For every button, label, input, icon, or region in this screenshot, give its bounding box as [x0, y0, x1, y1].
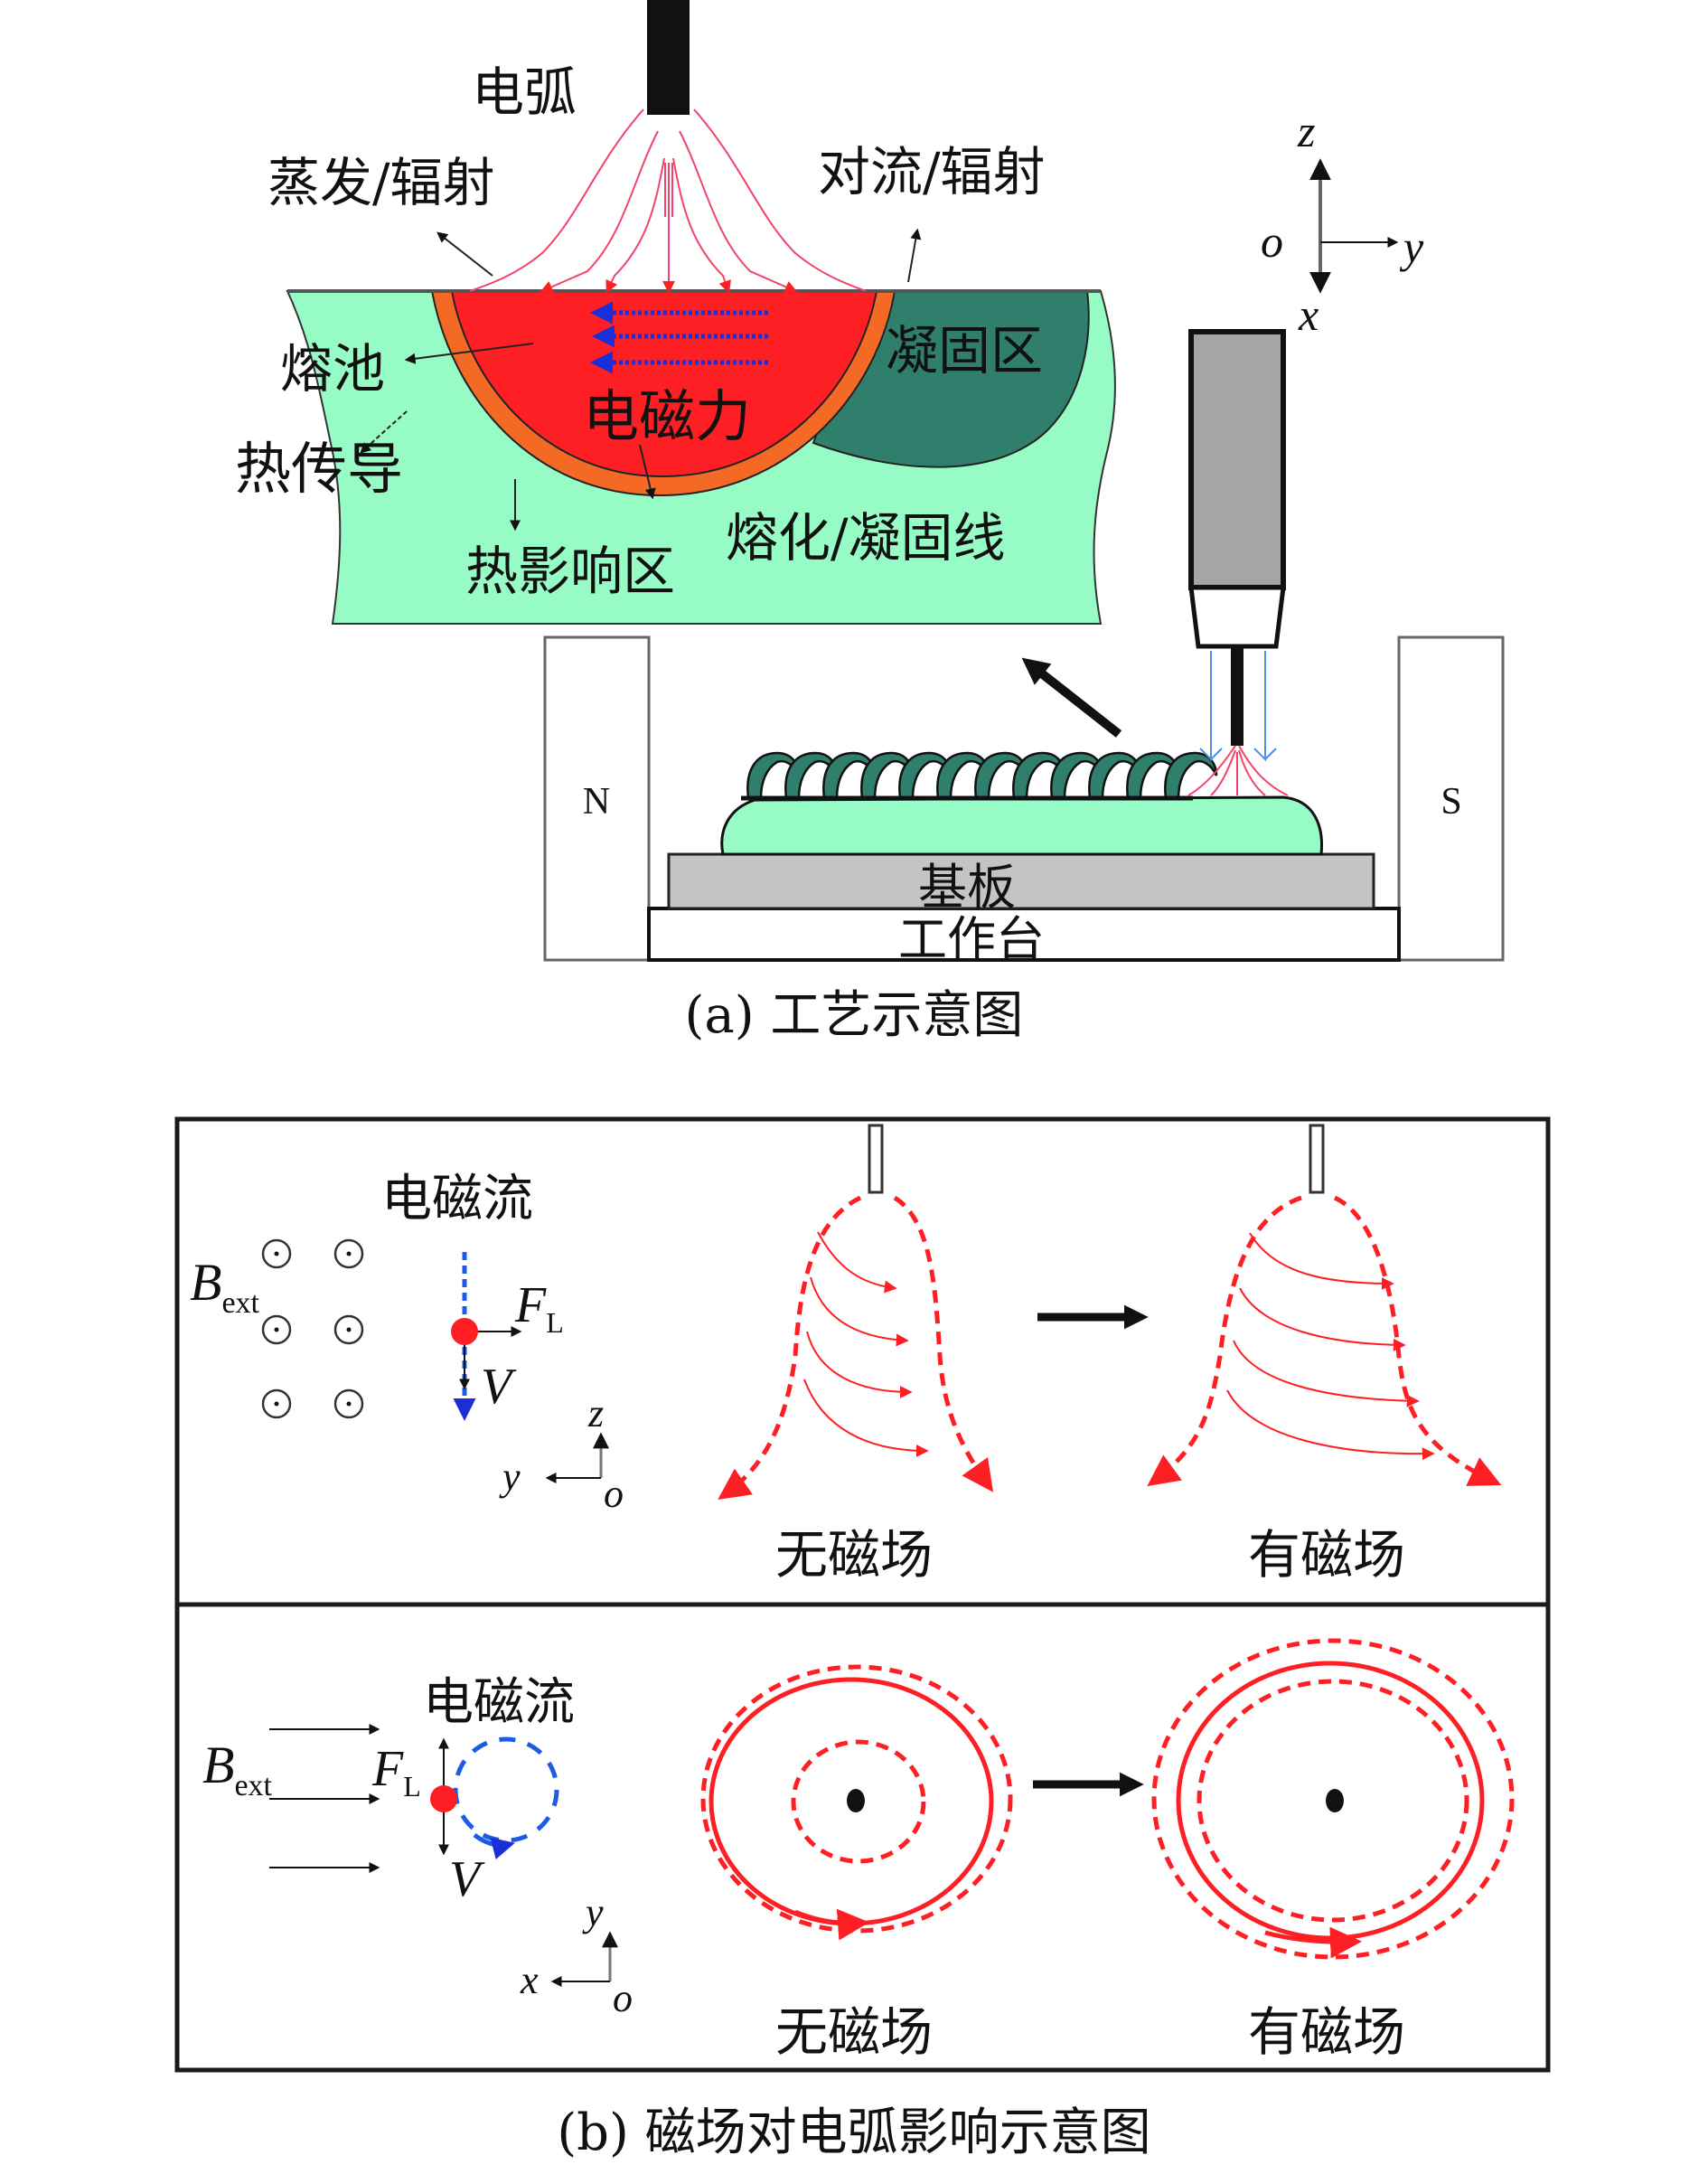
b-field-dot-circle: [333, 1314, 364, 1345]
force-label: FL: [371, 1741, 421, 1802]
substrate: [667, 852, 1375, 910]
arc-plume-with-field: [1147, 1124, 1502, 1487]
axis-label-o: o: [604, 1472, 624, 1516]
melt-pool: [450, 290, 878, 478]
charged-particle: [451, 1318, 478, 1345]
zoom-direction-arrow: [1021, 657, 1122, 738]
arc-rings-no-field: [700, 1664, 1013, 1941]
label-with-field: 有磁场: [1248, 2001, 1405, 2063]
b-field-out-of-page-symbols: [261, 1238, 364, 1419]
arc-center-dot: [1326, 1789, 1344, 1812]
b-field-dot-circle: [261, 1238, 292, 1269]
electrode-icon: [868, 1124, 884, 1194]
b-field-dot-circle: [333, 1238, 364, 1269]
figure-b: Bext 电磁流 FL V z y o: [174, 1116, 1551, 2162]
shield-gas-lines: [1199, 651, 1277, 762]
label-em-force: 电磁力: [583, 383, 751, 449]
label-heat-conduction: 热传导: [235, 436, 403, 502]
em-flow-label: 电磁流: [381, 1170, 533, 1228]
arc-rings-with-field: [1151, 1638, 1515, 1960]
mini-arc-lines: [1187, 745, 1289, 796]
worktable-label: 工作台: [898, 911, 1045, 968]
panel-b-top: Bext 电磁流 FL V z y o: [190, 1124, 1502, 1586]
axis-label-x: x: [1298, 289, 1319, 340]
figure-a: 电弧 蒸发/辐射 对流/辐射 熔池 凝固区 电磁力 热传导 热影响区 熔化/凝固…: [235, 0, 1505, 1045]
b-field-arrows: [269, 1724, 380, 1873]
panel-b-bottom: Bext 电磁流 FL V y x o: [202, 1638, 1515, 2063]
arc-plume-no-field: [718, 1124, 994, 1501]
label-convection-radiation: 对流/辐射: [818, 141, 1046, 202]
arc-center-dot: [847, 1789, 865, 1812]
fusion-line-arrow: [639, 444, 656, 500]
label-arc: 电弧: [472, 61, 577, 123]
weld-bead: [1164, 751, 1218, 800]
label-no-field: 无磁场: [775, 2001, 933, 2063]
label-no-field: 无磁场: [775, 1524, 933, 1586]
axis-label-y: y: [582, 1890, 604, 1934]
b-field-dot-circle: [261, 1314, 292, 1345]
velocity-label: V: [481, 1359, 517, 1415]
axis-label-o: o: [613, 1976, 633, 2020]
caption-a: (a) 工艺示意图: [685, 986, 1024, 1045]
bext-label: Bext: [190, 1253, 260, 1320]
worktable: [647, 907, 1401, 962]
evaporation-arrow: [436, 231, 493, 277]
magnet-south: [1397, 635, 1505, 962]
weld-beads: [746, 751, 1218, 800]
axis-label-o: o: [1261, 216, 1283, 267]
label-with-field: 有磁场: [1248, 1524, 1405, 1586]
em-flow-label: 电磁流: [423, 1673, 575, 1732]
deposited-layer: [720, 795, 1323, 856]
axis-label-z: z: [1297, 106, 1315, 156]
axes-xyz: z o y x: [1261, 106, 1424, 340]
panel-b-frame: [174, 1116, 1551, 2073]
caption-b: (b) 磁场对电弧影响示意图: [557, 2103, 1150, 2162]
magnet-north-label: N: [583, 781, 610, 823]
substrate-label: 基板: [918, 859, 1016, 916]
arc-plasma-lines: [469, 108, 867, 294]
torch-nozzle: [1188, 585, 1286, 649]
em-force-arrows: [590, 301, 768, 374]
label-evaporation-radiation: 蒸发/辐射: [267, 152, 495, 213]
label-melting-solidification-line: 熔化/凝固线: [726, 507, 1006, 569]
axis-label-y: y: [499, 1454, 521, 1499]
magnet-north: [543, 635, 651, 962]
em-flow-circle: [453, 1736, 559, 1843]
label-haz: 热影响区: [465, 541, 675, 602]
bext-label: Bext: [202, 1736, 273, 1802]
convection-arrow: [907, 228, 922, 283]
b-field-dot-circle: [261, 1388, 292, 1419]
electrode-icon: [1309, 1124, 1325, 1194]
melt-pool-arrow: [404, 343, 534, 364]
magnet-south-label: S: [1441, 781, 1461, 823]
velocity-label: V: [449, 1851, 485, 1907]
em-flow-direction: [473, 1832, 515, 1859]
torch-body: [1188, 329, 1286, 590]
axis-label-x: x: [520, 1958, 539, 2002]
leader-arrows: [360, 228, 922, 532]
torch-wire: [1231, 646, 1243, 746]
label-melt-pool: 熔池: [280, 338, 385, 400]
b-field-dot-circle: [333, 1388, 364, 1419]
force-label: FL: [514, 1277, 564, 1339]
label-solidified-zone: 凝固区: [886, 320, 1043, 381]
axis-label-y: y: [1399, 221, 1424, 272]
axis-label-z: z: [587, 1391, 604, 1435]
heat-conduction-arrow: [360, 410, 408, 454]
charged-particle: [430, 1785, 457, 1812]
arc-electrode: [647, 0, 690, 115]
